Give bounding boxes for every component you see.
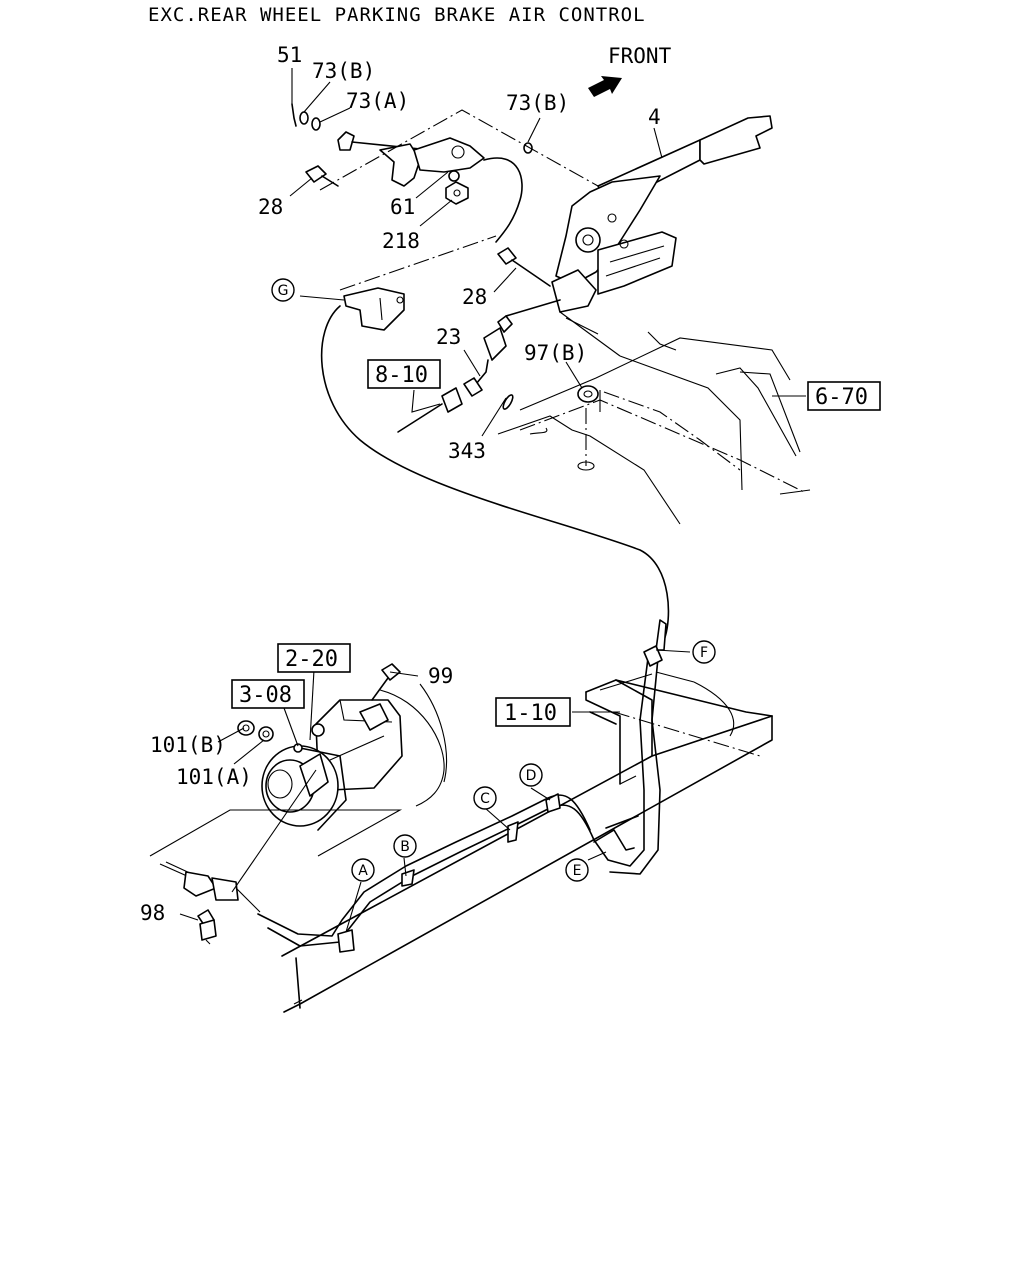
assembly-outline (319, 109, 599, 191)
clip-marker-f-label: F (700, 645, 708, 661)
clip-marker-b: B (393, 834, 417, 858)
clip-marker-c: C (473, 786, 497, 810)
clip-marker-c-label: C (480, 791, 490, 807)
clip-marker-b-label: B (400, 839, 410, 855)
parking-brake-switch (397, 247, 561, 433)
ref-box-1-10[interactable]: 1-10 (495, 697, 571, 727)
callout-98: 98 (140, 901, 165, 925)
callout-4: 4 (648, 105, 661, 129)
callout-61: 61 (390, 195, 415, 219)
parking-brake-lever-assembly (551, 115, 773, 335)
frame-rail (281, 671, 773, 1013)
callout-343: 343 (448, 439, 486, 463)
ref-box-2-20-label: 2-20 (285, 647, 338, 672)
callout-73b-right: 73(B) (506, 91, 569, 115)
clip-marker-d: D (519, 763, 543, 787)
ref-box-6-70[interactable]: 6-70 (807, 381, 881, 411)
callout-28-top: 28 (258, 195, 283, 219)
ref-box-6-70-label: 6-70 (815, 385, 868, 410)
callout-218: 218 (382, 229, 420, 253)
clip-marker-d-label: D (526, 768, 537, 784)
floor-panel-outline (497, 311, 811, 525)
ref-box-3-08[interactable]: 3-08 (231, 679, 305, 709)
rear-cable-routing (257, 619, 667, 953)
parking-brake-cable (320, 305, 670, 641)
clip-marker-a: A (351, 858, 375, 882)
ref-box-8-10-label: 8-10 (375, 363, 428, 388)
front-arrow-icon (588, 76, 622, 97)
cable-bracket-g (343, 287, 405, 331)
assembly-outline-lower (339, 235, 497, 291)
cable-equalizer-bracket (291, 103, 533, 243)
callout-97b: 97(B) (524, 341, 587, 365)
ref-box-2-20[interactable]: 2-20 (277, 643, 351, 673)
ref-box-3-08-label: 3-08 (239, 683, 292, 708)
clip-marker-g: G (271, 278, 295, 302)
front-label: FRONT (608, 44, 672, 68)
callout-101a: 101(A) (176, 765, 252, 789)
callout-73a: 73(A) (346, 89, 409, 113)
leader-lines (179, 68, 806, 933)
callout-51: 51 (277, 43, 302, 67)
speed-sensor (159, 769, 317, 945)
callout-73b-top: 73(B) (312, 59, 375, 83)
clip-marker-e: E (565, 858, 589, 882)
callout-99: 99 (428, 664, 453, 688)
ref-box-8-10[interactable]: 8-10 (367, 359, 441, 389)
clip-marker-e-label: E (573, 863, 582, 879)
clip-marker-a-label: A (358, 863, 368, 879)
diagram-title: EXC.REAR WHEEL PARKING BRAKE AIR CONTROL (148, 4, 646, 26)
clip-marker-f: F (692, 640, 716, 664)
callout-23: 23 (436, 325, 461, 349)
callout-28-mid: 28 (462, 285, 487, 309)
ref-box-1-10-label: 1-10 (504, 701, 557, 726)
transmission-brake-drum (149, 663, 448, 857)
callout-101b: 101(B) (150, 733, 226, 757)
clip-marker-g-label: G (278, 283, 289, 299)
